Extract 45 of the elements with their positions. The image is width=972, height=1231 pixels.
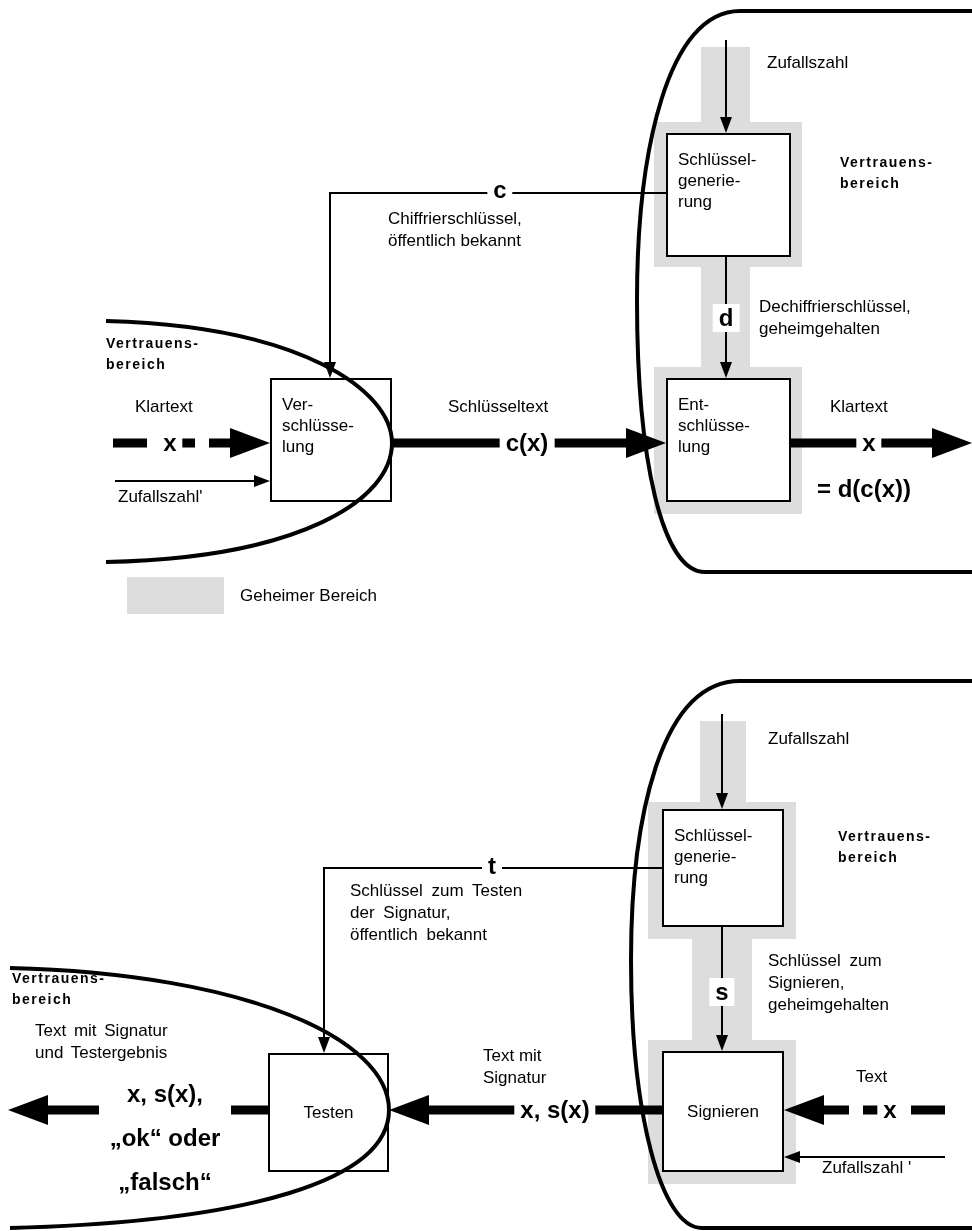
annotation-text: Text mit Signatur und Testergebnis xyxy=(35,1020,169,1064)
annotation-text: Klartext xyxy=(830,396,888,418)
annotation-text: Text mit Signatur xyxy=(483,1045,548,1089)
edge-label: d xyxy=(712,304,740,332)
annotation-text: Schlüssel zum Testen der Signatur, öffentlich bekannt xyxy=(350,880,524,946)
arrow xyxy=(324,192,667,378)
arrow xyxy=(716,713,728,809)
trust-region xyxy=(627,677,972,1231)
legend-label: Geheimer Bereich xyxy=(240,585,377,606)
process-box xyxy=(270,378,392,502)
annotation-text: Chiffrierschlüssel, öffentlich bekannt xyxy=(388,208,523,252)
annotation-text: Zufallszahl' xyxy=(118,486,203,508)
box-label: Signieren xyxy=(687,1100,759,1122)
process-box xyxy=(666,133,791,257)
annotation-text: Zufallszahl xyxy=(768,728,850,750)
arrow xyxy=(720,39,732,133)
annotation-text: Zufallszahl ' xyxy=(822,1157,912,1179)
arrow xyxy=(318,867,663,1053)
annotation-text: Klartext xyxy=(135,396,193,418)
box-label: Ent- schlüsse- lung xyxy=(678,394,751,457)
region-label: Vertrauens- bereich xyxy=(840,153,935,193)
process-box xyxy=(662,1051,784,1172)
annotation-text: Schlüsseltext xyxy=(448,396,549,418)
edge-label: s xyxy=(709,978,735,1006)
process-box xyxy=(666,378,791,502)
box-label: Testen xyxy=(303,1101,354,1123)
box-label: Schlüssel- generie- rung xyxy=(678,149,758,212)
thick-arrow xyxy=(113,428,270,458)
process-box xyxy=(662,809,784,927)
process-box xyxy=(268,1053,389,1172)
annotation-text: Schlüssel zum Signieren, geheimgehalten xyxy=(768,950,890,1016)
box-label: Schlüssel- generie- rung xyxy=(674,825,754,888)
box-label: Ver- schlüsse- lung xyxy=(282,394,355,457)
annotation-text: Text xyxy=(856,1066,888,1088)
thick-arrow xyxy=(784,1095,945,1125)
trust-region xyxy=(104,317,396,565)
annotation-text: Zufallszahl xyxy=(767,52,849,74)
region-label: Vertrauens- bereich xyxy=(838,827,933,867)
arrow xyxy=(784,1151,946,1163)
thick-arrow xyxy=(791,428,972,458)
arrow xyxy=(114,475,270,487)
region-label: Vertrauens- bereich xyxy=(12,969,107,1009)
annotation-text: Dechiffrierschlüssel, geheimgehalten xyxy=(759,296,912,340)
region-label: Vertrauens- bereich xyxy=(106,334,201,374)
annotation-text: = d(c(x)) xyxy=(817,478,911,500)
